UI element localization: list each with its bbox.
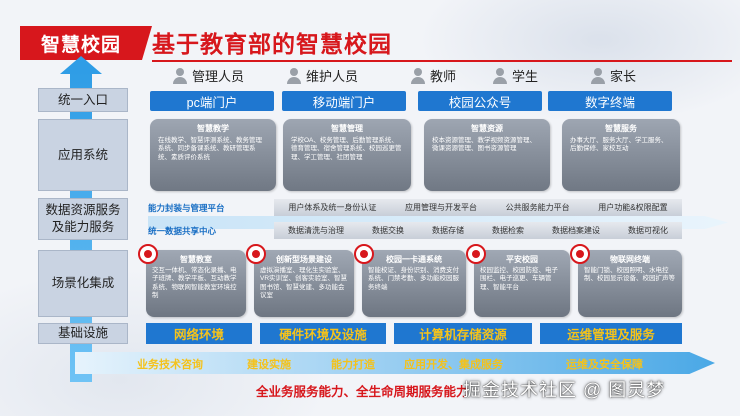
- scene-card-body: 虚拟演播室、理化生实验室、VR实训室、创客实验室、智慧图书馆、智慧党建、多功能会…: [260, 267, 348, 300]
- title-underline: [152, 60, 732, 62]
- infra-network: 网络环境: [146, 323, 252, 344]
- data-item: 用户体系及统一身份认证: [288, 203, 377, 212]
- step-capability: 能力打造: [331, 359, 375, 371]
- scene-card-title: 智慧教室: [180, 255, 212, 264]
- scene-card-title: 平安校园: [506, 255, 538, 264]
- scene-card-safe-campus: 平安校园 校园监控、校园防疫、电子围栏、电子巡更、车辆管理、智能平台: [466, 244, 570, 317]
- data-item: 用户功能&权限配置: [598, 203, 668, 212]
- person-icon: [492, 67, 508, 84]
- up-arrow-icon: [60, 56, 102, 74]
- app-card-title: 智慧资源: [471, 124, 503, 133]
- app-card-title: 智慧服务: [605, 124, 637, 133]
- app-card-teaching: 智慧教学 在线教学、智慧评测系统、教务管理系统、同步备课系统、教研管理系统、素质…: [150, 119, 276, 191]
- scene-card-campus-card: 校园一卡通系统 智能校证、身份识别、消费支付系统、门禁考勤、多功能校园服务终端: [354, 244, 466, 317]
- role-student: 学生: [492, 66, 538, 85]
- layer-label-apps: 应用系统: [38, 119, 128, 191]
- scene-icon: [466, 244, 486, 264]
- data-item: 应用管理与开发平台: [404, 203, 477, 212]
- infra-storage: 计算机存储资源: [394, 323, 532, 344]
- bottom-arrow: [75, 352, 715, 374]
- infra-ops: 运维管理及服务: [540, 323, 682, 344]
- role-maintainer: 维护人员: [286, 66, 358, 85]
- page-title: 基于教育部的智慧校园: [152, 31, 392, 57]
- data-row-label: 统一数据共享中心: [148, 225, 217, 236]
- data-item: 数据存储: [432, 226, 464, 235]
- app-card-management: 智慧管理 学校OA、校务管理、后勤管理系统、德育管理、宿舍管理系统、校园巡更管理…: [283, 119, 411, 191]
- role-label: 管理人员: [192, 69, 245, 84]
- scene-icon: [138, 244, 158, 264]
- data-item: 数据检索: [492, 226, 524, 235]
- scene-card-title: 创新型场景建设: [276, 255, 332, 264]
- scene-card-body: 交互一体机、常态化录播、电子班牌、教学平板、互动教学系统、物联网智能教室环境控制: [152, 267, 237, 300]
- person-icon: [590, 67, 606, 84]
- layer-label-scenes: 场景化集成: [38, 250, 128, 317]
- app-card-body: 办事大厅、服务大厅、学工服务、后勤保修、家校互动: [570, 137, 668, 153]
- scene-card-body: 校园监控、校园防疫、电子围栏、电子巡更、车辆管理、智能平台: [480, 267, 558, 291]
- app-card-services: 智慧服务 办事大厅、服务大厅、学工服务、后勤保修、家校互动: [562, 119, 680, 191]
- data-item: 数据清洗与治理: [288, 226, 344, 235]
- scene-card-body: 智能校证、身份识别、消费支付系统、门禁考勤、多功能校园服务终端: [368, 267, 459, 291]
- app-card-title: 智慧教学: [197, 124, 229, 133]
- scene-icon: [246, 244, 266, 264]
- app-card-body: 在线教学、智慧评测系统、教务管理系统、同步备课系统、教研管理系统、素质评价系统: [158, 137, 262, 161]
- step-consulting: 业务技术咨询: [137, 359, 203, 371]
- portal-pc[interactable]: pc端门户: [150, 91, 274, 111]
- role-label: 维护人员: [306, 69, 359, 84]
- scene-card-classroom: 智慧教室 交互一体机、常态化录播、电子班牌、教学平板、互动教学系统、物联网智能教…: [138, 244, 246, 317]
- step-implementation: 建设实施: [247, 359, 291, 371]
- section-badge: 智慧校园: [20, 26, 142, 60]
- role-label: 家长: [610, 69, 637, 84]
- role-parent: 家长: [590, 66, 636, 85]
- app-card-body: 校本资源管理、教学视频资源管理、微课资源管理、图书资源管理: [432, 137, 536, 153]
- role-teacher: 教师: [410, 66, 456, 85]
- data-item: 数据交换: [372, 226, 404, 235]
- service-motto: 全业务服务能力、全生命周期服务能力: [256, 385, 469, 399]
- layer-label-data: 数据资源服务及能力服务: [38, 198, 128, 240]
- scene-card-title: 物联网终端: [610, 255, 650, 264]
- role-admin: 管理人员: [172, 66, 244, 85]
- layer-label-infra: 基础设施: [38, 323, 128, 344]
- role-label: 学生: [512, 69, 539, 84]
- portal-terminal[interactable]: 数字终端: [548, 91, 672, 111]
- scene-icon: [570, 244, 590, 264]
- person-icon: [410, 67, 426, 84]
- scene-card-body: 智能门锁、校园照明、水电控制、校园显示设备、校园扩声等: [584, 267, 675, 283]
- scene-card-innovation: 创新型场景建设 虚拟演播室、理化生实验室、VR实训室、创客实验室、智慧图书馆、智…: [246, 244, 354, 317]
- app-card-title: 智慧管理: [331, 124, 363, 133]
- step-ops-security: 运维及安全保障: [566, 359, 643, 371]
- scene-icon: [354, 244, 374, 264]
- data-row-items: 数据清洗与治理 数据交换 数据存储 数据检索 数据档案建设 数据可视化: [274, 222, 682, 239]
- data-item: 数据档案建设: [552, 226, 600, 235]
- role-label: 教师: [430, 69, 457, 84]
- scene-card-title: 校园一卡通系统: [386, 255, 442, 264]
- data-row-label: 能力封装与管理平台: [148, 202, 225, 213]
- badge-tail-shape: [142, 26, 152, 60]
- data-row-share-center: 统一数据共享中心 数据清洗与治理 数据交换 数据存储 数据检索 数据档案建设 数…: [148, 222, 682, 239]
- watermark: 掘金技术社区 @ 图灵梦: [463, 380, 666, 400]
- data-row-items: 用户体系及统一身份认证 应用管理与开发平台 公共服务能力平台 用户功能&权限配置: [274, 199, 682, 216]
- person-icon: [172, 67, 188, 84]
- app-card-resources: 智慧资源 校本资源管理、教学视频资源管理、微课资源管理、图书资源管理: [424, 119, 550, 191]
- person-icon: [286, 67, 302, 84]
- infra-hardware: 硬件环境及设施: [260, 323, 386, 344]
- data-row-platform: 能力封装与管理平台 用户体系及统一身份认证 应用管理与开发平台 公共服务能力平台…: [148, 199, 682, 216]
- data-item: 数据可视化: [628, 226, 668, 235]
- portal-mobile[interactable]: 移动端门户: [282, 91, 406, 111]
- portal-wechat[interactable]: 校园公众号: [418, 91, 542, 111]
- scene-card-iot: 物联网终端 智能门锁、校园照明、水电控制、校园显示设备、校园扩声等: [570, 244, 682, 317]
- app-card-body: 学校OA、校务管理、后勤管理系统、德育管理、宿舍管理系统、校园巡更管理、学工管理…: [291, 137, 402, 161]
- layer-label-entry: 统一入口: [38, 88, 128, 112]
- data-item: 公共服务能力平台: [505, 203, 570, 212]
- step-integration: 应用开发、集成服务: [404, 359, 503, 371]
